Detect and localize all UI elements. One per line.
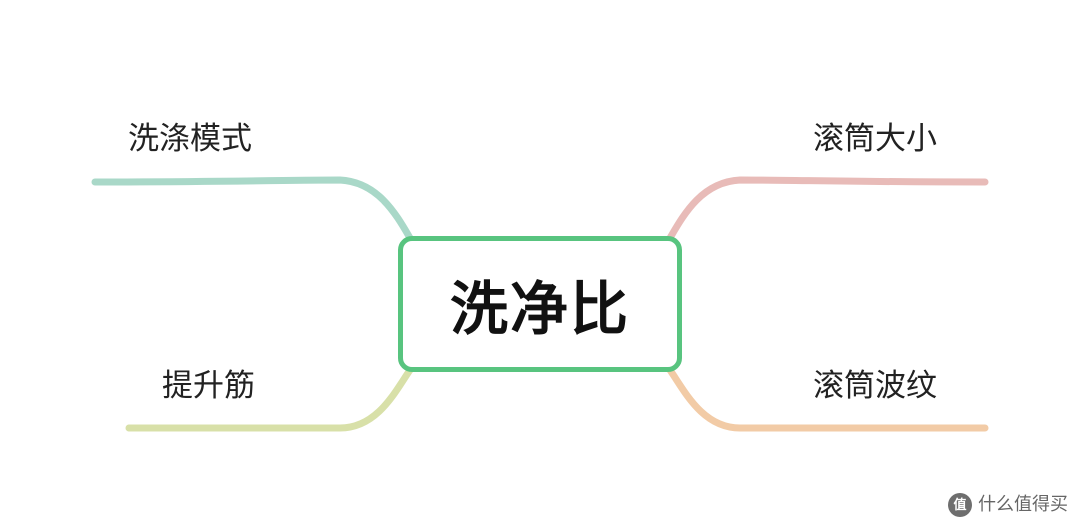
branch-link-bottom-left — [125, 366, 414, 432]
branch-label-lifter-ribs: 提升筋 — [162, 368, 255, 404]
watermark-logo-icon: 值 — [948, 493, 972, 517]
watermark-text: 什么值得买 — [978, 494, 1068, 515]
central-topic-node: 洗净比 — [398, 236, 682, 372]
branch-link-top-right — [666, 176, 989, 242]
watermark: 值 什么值得买 — [948, 493, 1068, 517]
branch-link-top-left — [91, 176, 414, 242]
central-topic-label: 洗净比 — [449, 275, 630, 343]
branch-label-drum-size: 滚筒大小 — [813, 121, 937, 157]
branch-label-wash-mode: 洗涤模式 — [128, 121, 252, 157]
branch-label-drum-pattern: 滚筒波纹 — [813, 368, 937, 404]
branch-link-bottom-right — [666, 366, 989, 432]
